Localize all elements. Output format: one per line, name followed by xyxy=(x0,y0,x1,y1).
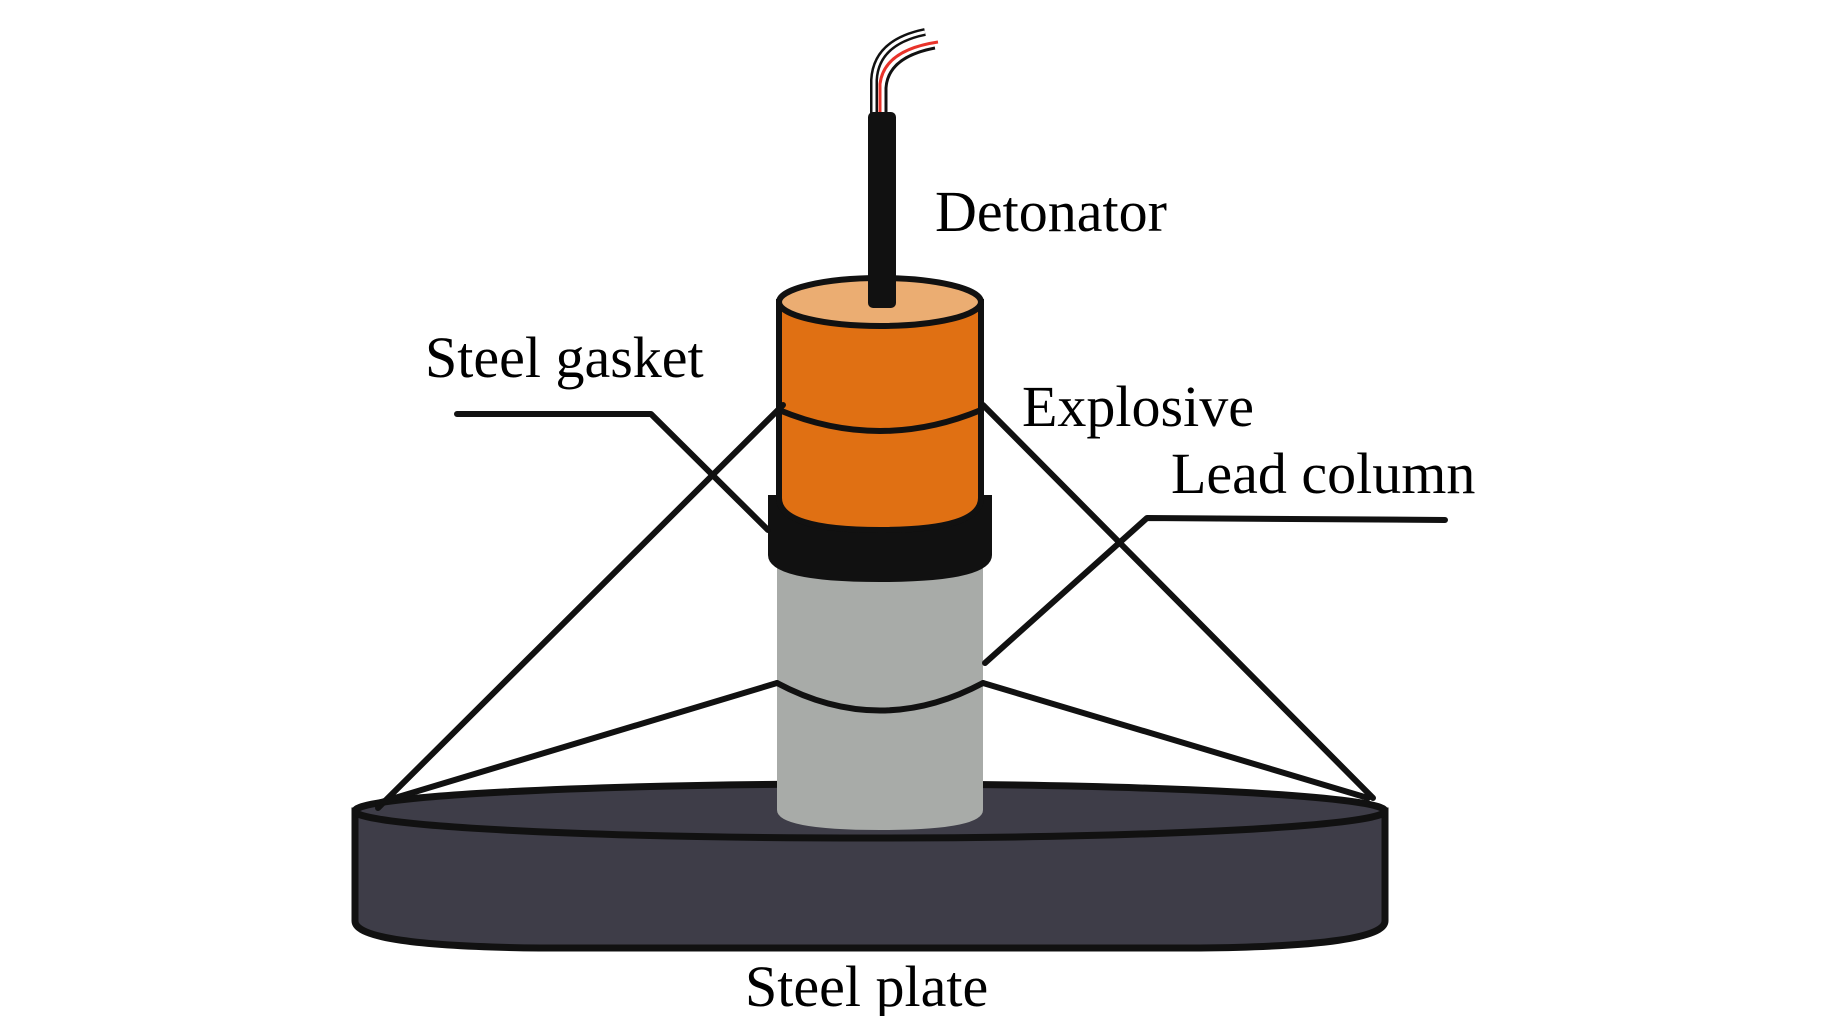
support-wire-left-lower xyxy=(375,680,780,806)
lead-column-cut-line xyxy=(774,680,986,714)
label-lead-column: Lead column xyxy=(1171,441,1475,506)
label-detonator: Detonator xyxy=(935,179,1167,244)
lead-column xyxy=(774,565,986,830)
detonator-wire-black xyxy=(884,46,936,115)
support-wires xyxy=(375,402,1376,811)
label-steel-plate: Steel plate xyxy=(745,954,988,1016)
lead-column-body xyxy=(777,565,983,830)
steel-plate-body xyxy=(351,807,1389,952)
label-explosive: Explosive xyxy=(1022,374,1254,439)
detonator-body xyxy=(868,112,896,308)
steel-gasket-leader xyxy=(454,411,771,533)
explosive-cut-line xyxy=(776,407,984,434)
explosive-body xyxy=(776,299,984,534)
support-wire-right-upper xyxy=(980,402,1376,801)
support-wire-right-lower xyxy=(980,680,1371,801)
lead-column-leader xyxy=(982,515,1448,666)
leader-lines xyxy=(454,411,1448,666)
support-wire-left-upper xyxy=(375,402,786,811)
explosive xyxy=(776,275,984,534)
detonator-wire-red xyxy=(878,40,939,115)
detonator-wire-white-fill xyxy=(872,30,926,115)
detonator xyxy=(868,28,939,308)
label-steel-gasket: Steel gasket xyxy=(425,325,704,390)
